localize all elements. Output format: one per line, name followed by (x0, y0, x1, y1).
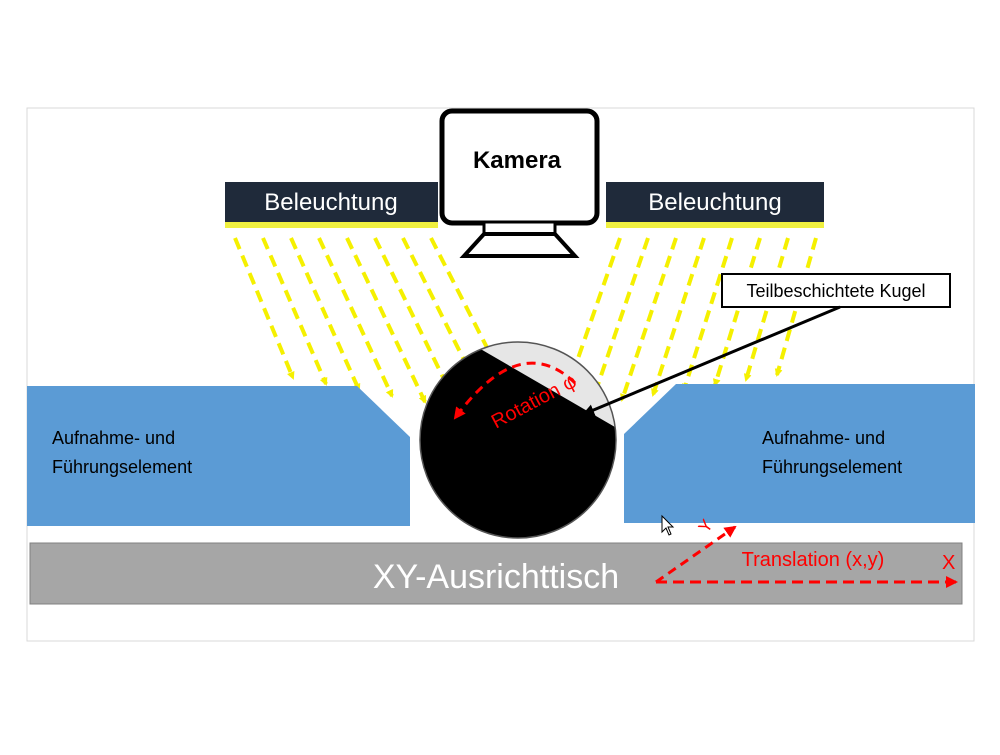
sphere-dark-half (420, 342, 616, 538)
camera-lens (459, 232, 580, 258)
holder-left-label-line2: Führungselement (52, 457, 192, 477)
holder-left-label-line1: Aufnahme- und (52, 428, 175, 448)
light-ray-left-8 (429, 237, 526, 422)
holder-left (27, 386, 410, 526)
camera: Kamera (439, 108, 600, 258)
camera-label: Kamera (473, 147, 562, 174)
light-right-label: Beleuchtung (648, 189, 781, 216)
light-ray-left-3 (289, 237, 361, 392)
light-ray-right-1 (558, 237, 622, 412)
rotation-arrow (453, 361, 577, 420)
light-right: Beleuchtung (606, 182, 824, 228)
holder-right-label-line1: Aufnahme- und (762, 428, 885, 448)
holder-right-label-line2: Führungselement (762, 457, 902, 477)
light-ray-left-1 (233, 237, 295, 380)
light-left-strip (225, 222, 438, 228)
callout-pointer-arrow (582, 305, 841, 416)
xy-table (29, 542, 963, 605)
light-left-label: Beleuchtung (264, 189, 397, 216)
light-ray-right-3 (620, 237, 678, 402)
axis-x-label: X (942, 552, 955, 574)
light-left: Beleuchtung (225, 182, 438, 228)
axis-y-arrow (655, 525, 737, 584)
light-ray-right-8 (774, 237, 818, 377)
light-ray-right-6 (712, 237, 762, 387)
coated-sphere (419, 341, 617, 539)
xy-table-label: XY-Ausrichttisch (373, 558, 619, 596)
holder-right (624, 384, 975, 523)
sphere-outline (419, 341, 617, 539)
mouse-cursor-icon (661, 514, 675, 536)
light-ray-left-4 (317, 237, 394, 398)
light-left-bar (225, 182, 438, 222)
callout-label: Teilbeschichtete Kugel (746, 281, 925, 301)
light-ray-left-2 (261, 237, 328, 386)
light-ray-right-7 (743, 237, 790, 382)
light-rays-right (558, 237, 818, 412)
light-ray-right-4 (651, 237, 706, 397)
translation-label: Translation (x,y) (742, 549, 885, 571)
light-right-bar (606, 182, 824, 222)
light-ray-left-5 (345, 237, 427, 404)
light-ray-right-5 (681, 237, 734, 392)
light-ray-right-2 (589, 237, 650, 407)
light-right-strip (606, 222, 824, 228)
callout-box (721, 273, 951, 308)
